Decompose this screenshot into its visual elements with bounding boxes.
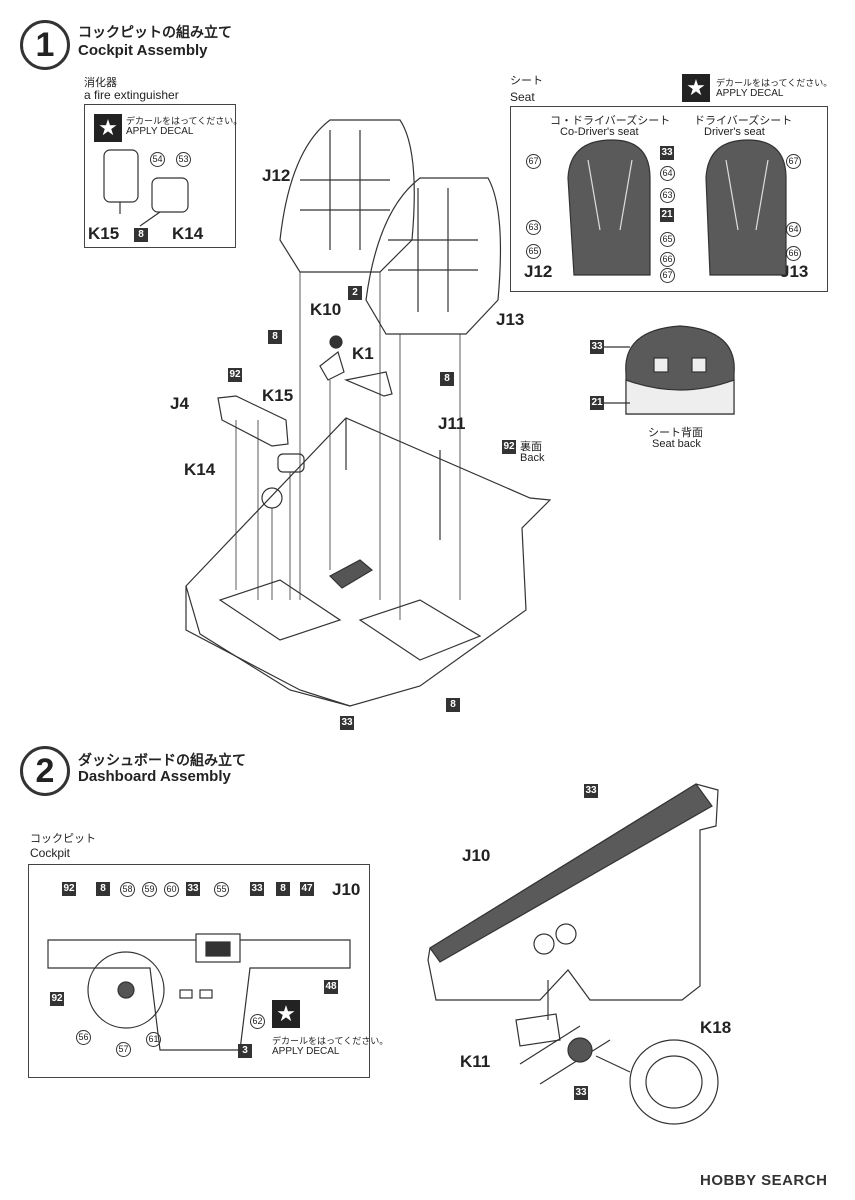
decal-number: 64 <box>660 166 675 181</box>
decal-number: 58 <box>120 882 135 897</box>
part-label: K1 <box>352 344 374 363</box>
color-chip: 33 <box>584 784 598 798</box>
color-chip: 92 <box>502 440 516 454</box>
color-chip: 33 <box>660 146 674 160</box>
part-label: K10 <box>310 300 342 319</box>
back-label-en: Back <box>520 452 545 464</box>
step2-title-jp: ダッシュボードの組み立て <box>78 752 246 768</box>
decal-instruction-en: APPLY DECAL <box>716 88 784 99</box>
color-chip: 33 <box>590 340 604 354</box>
step2-title-en: Dashboard Assembly <box>78 768 231 785</box>
decal-number: 65 <box>660 232 675 247</box>
extinguisher-k14-part <box>261 487 283 509</box>
color-chip: 48 <box>324 980 338 994</box>
part-label: J4 <box>170 394 189 413</box>
decal-number: 59 <box>142 882 157 897</box>
part-label: J12 <box>262 166 291 185</box>
decal-number: 55 <box>214 882 229 897</box>
k10-part <box>319 350 345 381</box>
seat-j13-drawing <box>365 177 502 335</box>
color-chip: 33 <box>250 882 264 896</box>
dashboard-j10-drawing <box>427 783 719 1001</box>
seat-label-en: Seat <box>510 90 535 104</box>
decal-instruction-jp: デカールをはってください。 <box>126 116 243 126</box>
extinguisher-label-jp: 消化器 <box>84 77 117 89</box>
decal-number: 67 <box>786 154 801 169</box>
extinguisher-label-en: a fire extinguisher <box>84 88 179 102</box>
steering-wheel-k18-drawing <box>629 1039 719 1125</box>
codriver-label-en: Co-Driver's seat <box>560 126 639 138</box>
part-label: J13 <box>780 262 809 281</box>
decal-number: 67 <box>660 268 675 283</box>
decal-number: 63 <box>526 220 541 235</box>
decal-number: 64 <box>786 222 801 237</box>
decal-number: 63 <box>660 188 675 203</box>
decal-number: 60 <box>164 882 179 897</box>
driver-label-jp: ドライバーズシート <box>694 115 793 127</box>
step-number-1: 1 <box>20 20 70 70</box>
seat-j12-drawing <box>279 119 415 273</box>
color-chip: 21 <box>660 208 674 222</box>
watermark: HOBBY SEARCH <box>700 1172 828 1189</box>
decal-instruction-en: APPLY DECAL <box>126 126 194 137</box>
decal-number: 54 <box>150 152 165 167</box>
color-chip: 3 <box>238 1044 252 1058</box>
cockpit-label-en: Cockpit <box>30 846 71 860</box>
seatback-label-jp: シート背面 <box>648 427 703 439</box>
codriver-label-jp: コ・ドライバーズシート <box>550 115 671 127</box>
color-chip: 33 <box>574 1086 588 1100</box>
k11-column-drawing <box>515 1013 561 1047</box>
floor-pan-j11-drawing <box>185 417 552 707</box>
decal-number: 56 <box>76 1030 91 1045</box>
color-chip: 33 <box>340 716 354 730</box>
decal-number: 66 <box>786 246 801 261</box>
star-decal-icon: ★ <box>272 1000 300 1028</box>
color-chip: 33 <box>186 882 200 896</box>
decal-number: 67 <box>526 154 541 169</box>
decal-number: 61 <box>146 1032 161 1047</box>
k1-part <box>343 371 393 397</box>
part-label: J10 <box>332 880 361 899</box>
step1-title-en: Cockpit Assembly <box>78 42 208 59</box>
step1-title-jp: コックピットの組み立て <box>78 24 232 40</box>
color-chip: 92 <box>50 992 64 1006</box>
decal-number: 66 <box>660 252 675 267</box>
extinguisher-k15-part <box>277 453 305 473</box>
color-chip: 8 <box>440 372 454 386</box>
cockpit-label-jp: コックピット <box>30 833 96 845</box>
color-chip: 8 <box>96 882 110 896</box>
driver-label-en: Driver's seat <box>704 126 765 138</box>
seatback-drawing <box>625 325 735 415</box>
step-number-2: 2 <box>20 746 70 796</box>
color-chip: 8 <box>446 698 460 712</box>
color-chip: 92 <box>62 882 76 896</box>
color-chip: 92 <box>228 368 242 382</box>
decal-instruction-en: APPLY DECAL <box>272 1046 340 1057</box>
part-label: K14 <box>172 224 204 243</box>
color-chip: 47 <box>300 882 314 896</box>
color-chip: 8 <box>268 330 282 344</box>
decal-number: 57 <box>116 1042 131 1057</box>
part-label: J12 <box>524 262 553 281</box>
decal-number: 62 <box>250 1014 265 1029</box>
color-chip: 21 <box>590 396 604 410</box>
decal-instruction-jp: デカールをはってください。 <box>716 78 833 88</box>
part-label: K15 <box>262 386 294 405</box>
part-label: J13 <box>496 310 525 329</box>
star-decal-icon: ★ <box>94 114 122 142</box>
seat-label-jp: シート <box>510 75 543 87</box>
part-label: J10 <box>462 846 491 865</box>
decal-number: 53 <box>176 152 191 167</box>
part-label: K18 <box>700 1018 732 1037</box>
color-chip: 8 <box>134 228 148 242</box>
part-label: J11 <box>438 414 466 433</box>
color-chip: 2 <box>348 286 362 300</box>
color-chip: 8 <box>276 882 290 896</box>
part-label: K14 <box>184 460 216 479</box>
part-label: K11 <box>460 1052 491 1071</box>
star-decal-icon: ★ <box>682 74 710 102</box>
seatback-label-en: Seat back <box>652 438 701 450</box>
part-label: K15 <box>88 224 120 243</box>
decal-number: 65 <box>526 244 541 259</box>
